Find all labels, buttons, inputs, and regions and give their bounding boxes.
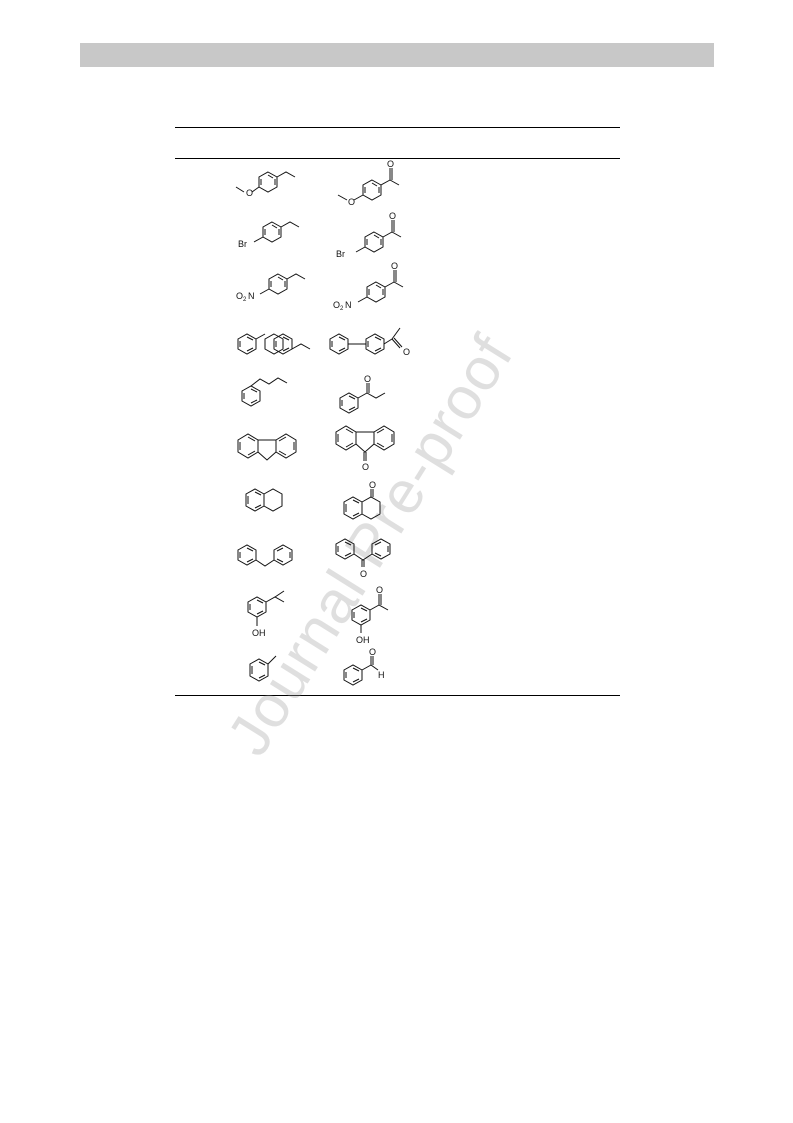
product-4-acetylbiphenyl: O	[329, 327, 410, 357]
table-top-rule	[175, 127, 620, 128]
atom-o-label: O	[369, 480, 376, 490]
substrate-3-ethylphenol: OH	[247, 590, 285, 638]
atom-o-label: O	[364, 374, 371, 384]
product-1-tetralone: O	[343, 480, 381, 520]
atom-br-label: Br	[238, 239, 247, 249]
atom-n-label: N	[248, 291, 255, 301]
atom-br-label: Br	[336, 249, 345, 259]
substrate-toluene	[249, 655, 277, 682]
product-benzophenone: O	[335, 538, 391, 579]
atom-nitro-o-label: O	[236, 291, 243, 301]
atom-oh-label: OH	[356, 635, 370, 645]
atom-n-label: N	[345, 300, 352, 310]
atom-o-label: O	[360, 569, 367, 579]
product-4-bromoacetophenone: O Br	[336, 211, 402, 259]
product-4-methoxyacetophenone: O O	[337, 159, 400, 207]
table-bottom-rule	[175, 695, 620, 696]
substrate-diphenylmethane	[237, 544, 293, 567]
substrate-4-bromoethylbenzene: Br	[238, 221, 300, 249]
atom-o-label: O	[246, 188, 253, 198]
substrate-propylbenzene	[241, 377, 288, 407]
atom-o-label: O	[376, 585, 383, 595]
atom-o-label: O	[387, 159, 394, 169]
substrate-4-ethylanisole: O	[235, 171, 296, 198]
atom-nitro-subscript: 2	[243, 297, 247, 303]
atom-h-label: H	[378, 670, 385, 680]
atom-oh-label: OH	[252, 628, 266, 638]
page-header-bar	[80, 43, 714, 67]
substrate-tetralin	[245, 488, 283, 512]
product-4-nitroacetophenone: O O 2 N	[333, 261, 404, 312]
product-3-hydroxyacetophenone: O OH	[351, 585, 389, 645]
product-propiophenone: O	[339, 374, 386, 414]
table-header-rule	[175, 158, 620, 159]
atom-o-label: O	[362, 462, 369, 472]
atom-o-label: O	[391, 261, 398, 271]
product-benzaldehyde: O H	[343, 647, 385, 686]
atom-nitro-o-label: O	[333, 300, 340, 310]
substrate-fluorene	[237, 433, 297, 461]
atom-o-label: O	[389, 211, 396, 221]
atom-o-label: O	[348, 197, 355, 207]
substrate-4-ethylbiphenyl	[237, 333, 311, 355]
atom-o-label: O	[369, 647, 376, 657]
atom-o-label: O	[403, 347, 410, 357]
atom-nitro-subscript: 2	[340, 306, 344, 312]
product-fluorenone: O	[335, 425, 395, 472]
substrate-4-nitroethylbenzene: O 2 N	[236, 273, 306, 303]
